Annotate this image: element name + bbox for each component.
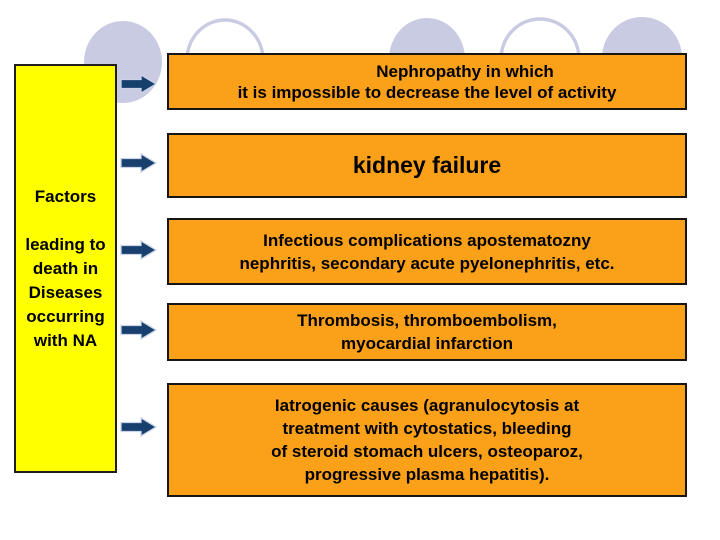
factors-text-line: leading to <box>25 234 106 254</box>
box-iatrogenic-causes: Iatrogenic causes (agranulocytosis at tr… <box>167 383 687 497</box>
factors-box: Factors leading to death in Diseases occ… <box>14 64 117 473</box>
factors-text-line: Diseases <box>28 282 103 302</box>
box-text-line: treatment with cytostatics, bleeding <box>282 419 572 438</box>
factors-text-line: death in <box>32 258 99 278</box>
box-thrombosis: Thrombosis, thromboembolism, myocardial … <box>167 303 687 361</box>
box-text-line: Thrombosis, thromboembolism, <box>297 311 557 330</box>
box-text-line: nephritis, secondary acute pyelonephriti… <box>239 253 615 273</box>
box-nephropathy: Nephropathy in which it is impossible to… <box>167 53 687 110</box>
box-text-line: Infectious complications apostematozny <box>263 230 591 250</box>
box-text-line: kidney failure <box>352 152 502 178</box>
box-text-line: progressive plasma hepatitis). <box>304 465 550 484</box>
factors-title: Factors <box>34 186 97 206</box>
right-arrow-icon <box>120 74 158 94</box>
box-text-line: myocardial infarction <box>341 334 513 353</box>
box-text-line: it is impossible to decrease the level o… <box>237 82 617 102</box>
right-arrow-icon <box>120 240 158 260</box>
factors-text-line: with NA <box>33 330 98 350</box>
right-arrow-icon <box>120 417 158 437</box>
right-arrow-icon <box>120 320 158 340</box>
box-infectious-complications: Infectious complications apostematozny n… <box>167 218 687 285</box>
right-arrow-icon <box>120 153 158 173</box>
factors-text-line: occurring <box>26 306 105 326</box>
box-text-line: Nephropathy in which <box>376 61 554 81</box>
box-text-line: Iatrogenic causes (agranulocytosis at <box>274 396 580 415</box>
box-kidney-failure: kidney failure <box>167 133 687 198</box>
box-text-line: of steroid stomach ulcers, osteoparoz, <box>271 442 583 461</box>
